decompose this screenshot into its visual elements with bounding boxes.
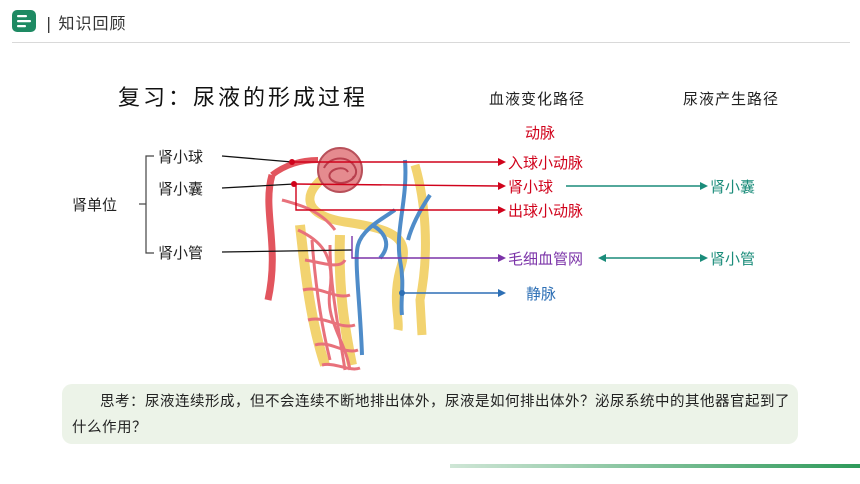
blood-glomerulus-label: 肾小球	[508, 178, 554, 196]
blood-efferent-label: 出球小动脉	[508, 202, 584, 220]
blood-capillary-label: 毛细血管网	[508, 250, 584, 268]
nephron-illustration	[264, 147, 432, 371]
footer-accent-bar	[450, 464, 860, 468]
blood-vein-label: 静脉	[526, 285, 557, 303]
urine-tubule-label: 肾小管	[710, 250, 756, 268]
nephron-label: 肾单位	[72, 196, 118, 214]
header-divider	[12, 42, 850, 43]
header-title: | 知识回顾	[46, 14, 127, 33]
nephron-bracket	[139, 155, 154, 254]
header-bar: | 知识回顾	[0, 0, 860, 44]
blood-artery-label: 动脉	[525, 124, 556, 142]
part-label-glomerulus: 肾小球	[158, 148, 204, 166]
column-heading-urine: 尿液产生路径	[683, 90, 780, 108]
blood-afferent-label: 入球小动脉	[508, 154, 584, 172]
book-icon	[12, 10, 36, 32]
think-box	[62, 384, 798, 444]
part-label-tubule: 肾小管	[158, 244, 204, 262]
page-title: 复习：尿液的形成过程	[118, 86, 369, 111]
urine-capsule-label: 肾小囊	[710, 178, 756, 196]
column-heading-blood: 血液变化路径	[489, 90, 586, 108]
part-label-capsule: 肾小囊	[158, 180, 204, 198]
think-question-text: 思考：尿液连续形成，但不会连续不断地排出体外，尿液是如何排出体外？泌尿系统中的其…	[72, 394, 790, 436]
